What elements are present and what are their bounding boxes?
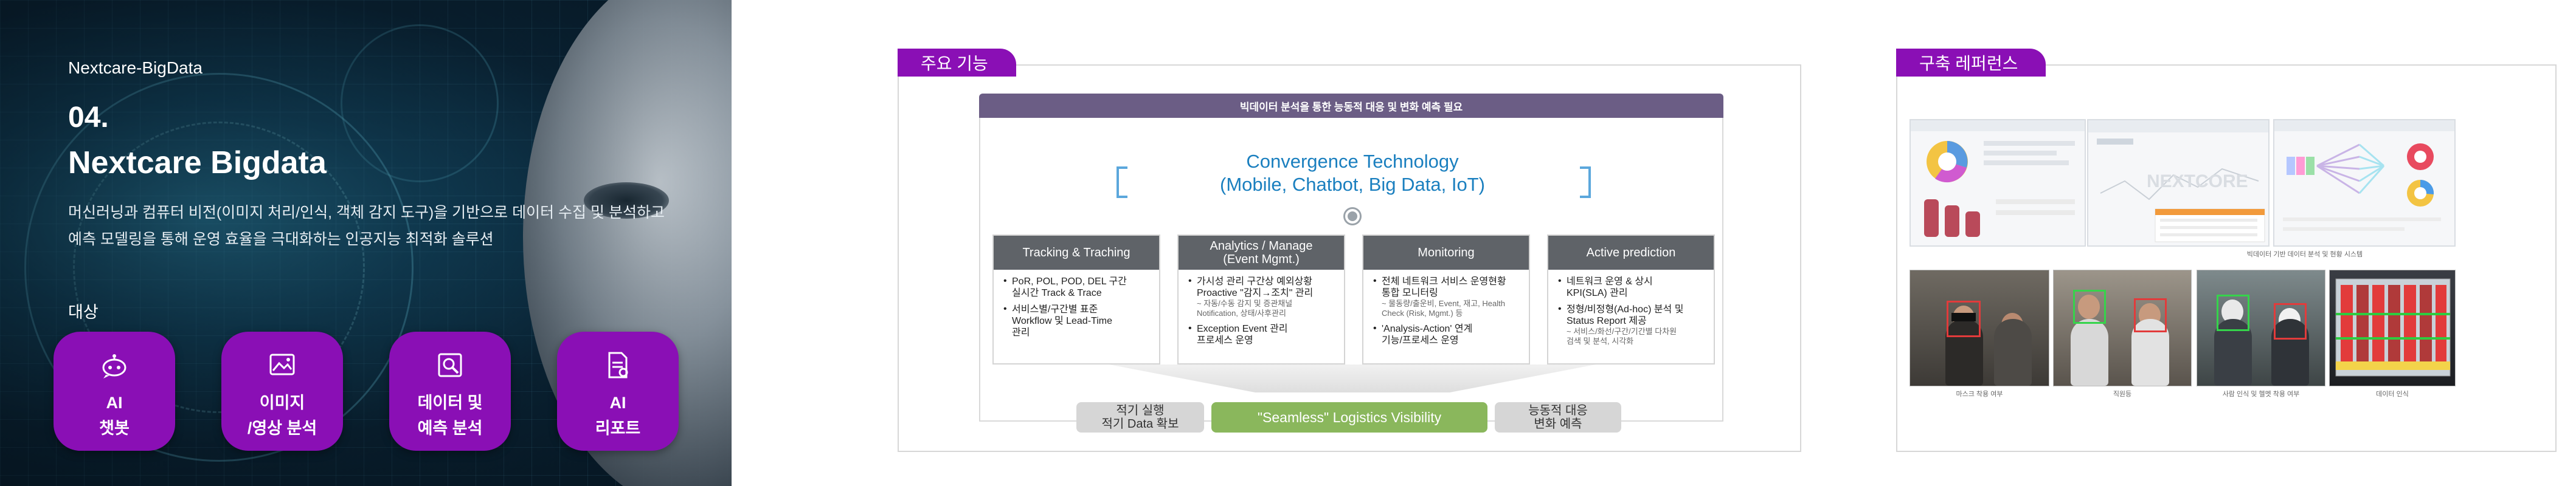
photo-caption: 직원등 (2113, 391, 2132, 398)
dashboard-screenshot-1 (1909, 119, 2086, 247)
image-analysis-icon (267, 350, 297, 380)
target-ai-report[interactable]: AI 리포트 (557, 332, 679, 451)
feature-item-title: 정형/비정형(Ad-hoc) 분석 및 Status Report 제공 (1567, 304, 1684, 326)
detection-box-green (2217, 295, 2249, 331)
features-banner: 빅데이터 분석을 통한 능동적 대응 및 변화 예측 필요 (979, 94, 1723, 118)
feature-item: 네트워크 운영 & 상시 KPI(SLA) 관리 (1558, 276, 1706, 299)
feature-item-title: 서비스별/구간별 표준 Workflow 및 Lead-Time 관리 (1012, 304, 1112, 338)
watermark-text: NEXTCORE (2147, 171, 2248, 191)
person-figure (1994, 319, 2032, 386)
feature-item: 가시성 관리 구간상 예외상황 Proactive "감지→조치" 관리 ~ 자… (1188, 276, 1337, 318)
convergence-box: Convergence Technology (Mobile, Chatbot,… (979, 118, 1723, 433)
detection-box-red (2134, 298, 2167, 332)
convergence-subtitle: (Mobile, Chatbot, Big Data, IoT) (1220, 174, 1485, 195)
funnel-arrow-decoration (1109, 364, 1596, 392)
outcome-pill-seamless: "Seamless" Logistics Visibility (1211, 402, 1487, 433)
person-figure (2071, 319, 2108, 386)
camera-photo-data (2329, 270, 2456, 386)
feature-item: 'Analysis-Action' 연계 기능/프로세스 운영 (1373, 323, 1522, 346)
feature-item-detail: ~ 물동량/출운비, Event, 재고, Health Check (Risk… (1382, 299, 1505, 318)
photo-caption: 마스크 착용 여부 (1956, 391, 2003, 398)
target-image-analysis[interactable]: 이미지 /영상 분석 (221, 332, 343, 451)
column-header: Analytics / Manage (Event Mgmt.) (1179, 236, 1344, 270)
person-figure (2271, 319, 2309, 386)
feature-item-title: PoR, POL, POD, DEL 구간 실시간 Track & Trace (1012, 276, 1127, 298)
target-label-text: 이미지 /영상 분석 (247, 394, 317, 437)
feature-item-title: 'Analysis-Action' 연계 기능/프로세스 운영 (1382, 324, 1473, 346)
feature-item-title: 가시성 관리 구간상 예외상황 Proactive "감지→조치" 관리 (1197, 276, 1314, 298)
feature-item-title: Exception Event 관리 프로세스 운영 (1197, 324, 1288, 346)
feature-item-detail: ~ 서비스/화선/구간/기간별 다차원 검색 및 분석, 시각화 (1567, 327, 1677, 346)
dashboard-screenshot-2: NEXTCORE (2087, 119, 2270, 247)
detection-box-green (2073, 290, 2106, 324)
features-diagram: 빅데이터 분석을 통한 능동적 대응 및 변화 예측 필요 Convergenc… (977, 94, 1723, 433)
detection-box-red (2274, 303, 2307, 340)
camera-photo-helmet (2197, 270, 2325, 386)
bracket-left-decoration (1117, 166, 1127, 198)
feature-column-tracking: Tracking & Traching PoR, POL, POD, DEL 구… (992, 234, 1160, 364)
person-figure (1945, 319, 1983, 386)
target-label-text: AI 챗봇 (99, 394, 130, 437)
tab-references[interactable]: 구축 레퍼런스 (1896, 49, 2046, 77)
hero-description: 머신러닝과 컴퓨터 비전(이미지 처리/인식, 객체 감지 도구)을 기반으로 … (68, 204, 665, 248)
target-list: AI 챗봇 이미지 /영상 분석 데이터 및 예측 분석 AI 리포트 (54, 332, 679, 451)
chatbot-icon (99, 350, 130, 380)
feature-item-title: 전체 네트워크 서비스 운영현황 통합 모니터링 (1382, 276, 1506, 298)
hub-node-icon (1345, 209, 1360, 224)
column-header: Tracking & Traching (994, 236, 1159, 270)
target-label-text: AI 리포트 (595, 394, 641, 437)
target-ai-chatbot[interactable]: AI 챗봇 (54, 332, 175, 451)
data-analysis-icon (435, 350, 465, 380)
detection-box-red (1947, 301, 1981, 337)
camera-photo-mask (1909, 270, 2049, 386)
feature-item: Exception Event 관리 프로세스 운영 (1188, 323, 1337, 346)
hero-number: 04. (68, 101, 109, 134)
feature-item: 정형/비정형(Ad-hoc) 분석 및 Status Report 제공 ~ 서… (1558, 304, 1706, 346)
target-label-text: 데이터 및 예측 분석 (417, 394, 483, 437)
face-blur (1951, 313, 1976, 321)
bracket-right-decoration (1580, 166, 1591, 198)
photo-caption: 사람 인식 및 헬멧 착용 여부 (2222, 391, 2300, 398)
feature-column-prediction: Active prediction 네트워크 운영 & 상시 KPI(SLA) … (1547, 234, 1715, 364)
dashboard-screenshot-3 (2273, 119, 2456, 247)
person-head (2078, 295, 2100, 319)
column-header: Active prediction (1548, 236, 1714, 270)
feature-item-detail: ~ 자동/수동 감지 및 증관채널 Notification, 상태/사후관리 (1197, 299, 1293, 318)
target-data-analysis[interactable]: 데이터 및 예측 분석 (389, 332, 511, 451)
feature-column-monitoring: Monitoring 전체 네트워크 서비스 운영현황 통합 모니터링 ~ 물동… (1362, 234, 1530, 364)
feature-item-title: 네트워크 운영 & 상시 KPI(SLA) 관리 (1567, 276, 1653, 298)
photo-caption: 데이터 인식 (2376, 391, 2409, 398)
feature-item: PoR, POL, POD, DEL 구간 실시간 Track & Trace (1003, 276, 1152, 299)
target-label: 대상 (68, 303, 99, 321)
feature-item: 전체 네트워크 서비스 운영현황 통합 모니터링 ~ 물동량/출운비, Even… (1373, 276, 1522, 318)
report-icon (603, 350, 633, 380)
hero-subtitle: Nextcare-BigData (68, 58, 203, 77)
feature-columns: Tracking & Traching PoR, POL, POD, DEL 구… (992, 234, 1715, 364)
convergence-title: Convergence Technology (1246, 151, 1459, 172)
outcome-pill-timely: 적기 실행 적기 Data 확보 (1076, 402, 1204, 433)
feature-item: 서비스별/구간별 표준 Workflow 및 Lead-Time 관리 (1003, 304, 1152, 338)
feature-column-analytics: Analytics / Manage (Event Mgmt.) 가시성 관리 … (1177, 234, 1345, 364)
dashboard-caption: 빅데이터 기반 데이터 분석 및 현황 시스템 (2246, 251, 2363, 258)
outcome-pill-proactive: 능동적 대응 변화 예측 (1495, 402, 1621, 433)
tab-features[interactable]: 주요 기능 (898, 49, 1016, 77)
person-figure (2131, 319, 2169, 386)
camera-photo-staff (2053, 270, 2192, 386)
column-header: Monitoring (1363, 236, 1529, 270)
hero-panel: Nextcare-BigData 04. Nextcare Bigdata 머신… (0, 0, 732, 486)
hero-title: Nextcare Bigdata (68, 145, 327, 180)
